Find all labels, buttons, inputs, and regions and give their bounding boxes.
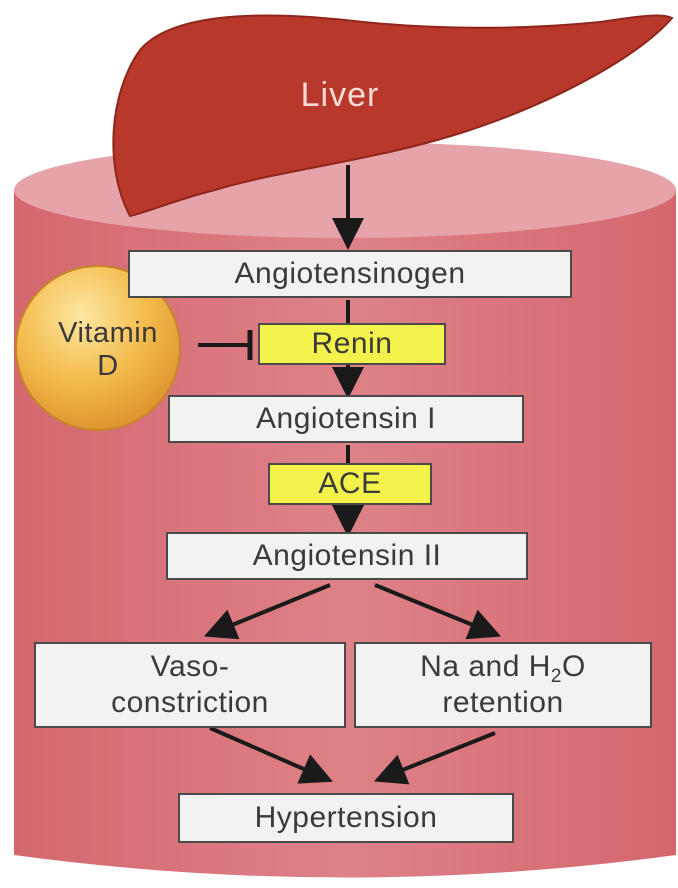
- vasoconstriction-line2: constriction: [111, 685, 269, 721]
- vasoconstriction-line1: Vaso-: [151, 649, 230, 685]
- na-h2o-retention-box: Na and H2O retention: [354, 642, 652, 728]
- liver-label: Liver: [265, 70, 415, 120]
- na-h2o-line1: Na and H2O: [420, 649, 586, 685]
- angiotensin-i-box: Angiotensin I: [168, 395, 524, 443]
- vitamin-d-line1: Vitamin: [58, 317, 158, 350]
- vitamin-d-line2: D: [97, 350, 118, 383]
- na-h2o-suffix: O: [562, 650, 586, 683]
- ace-box: ACE: [268, 463, 432, 505]
- vasoconstriction-box: Vaso- constriction: [34, 642, 346, 728]
- angiotensinogen-box: Angiotensinogen: [128, 250, 572, 298]
- hypertension-box: Hypertension: [178, 793, 514, 843]
- renin-box: Renin: [258, 323, 446, 365]
- na-h2o-prefix: Na and H: [420, 650, 551, 683]
- angiotensin-ii-box: Angiotensin II: [166, 532, 528, 580]
- h2o-subscript: 2: [551, 666, 562, 687]
- vitamin-d-label: Vitamin D: [18, 312, 198, 388]
- na-h2o-line2: retention: [442, 685, 563, 721]
